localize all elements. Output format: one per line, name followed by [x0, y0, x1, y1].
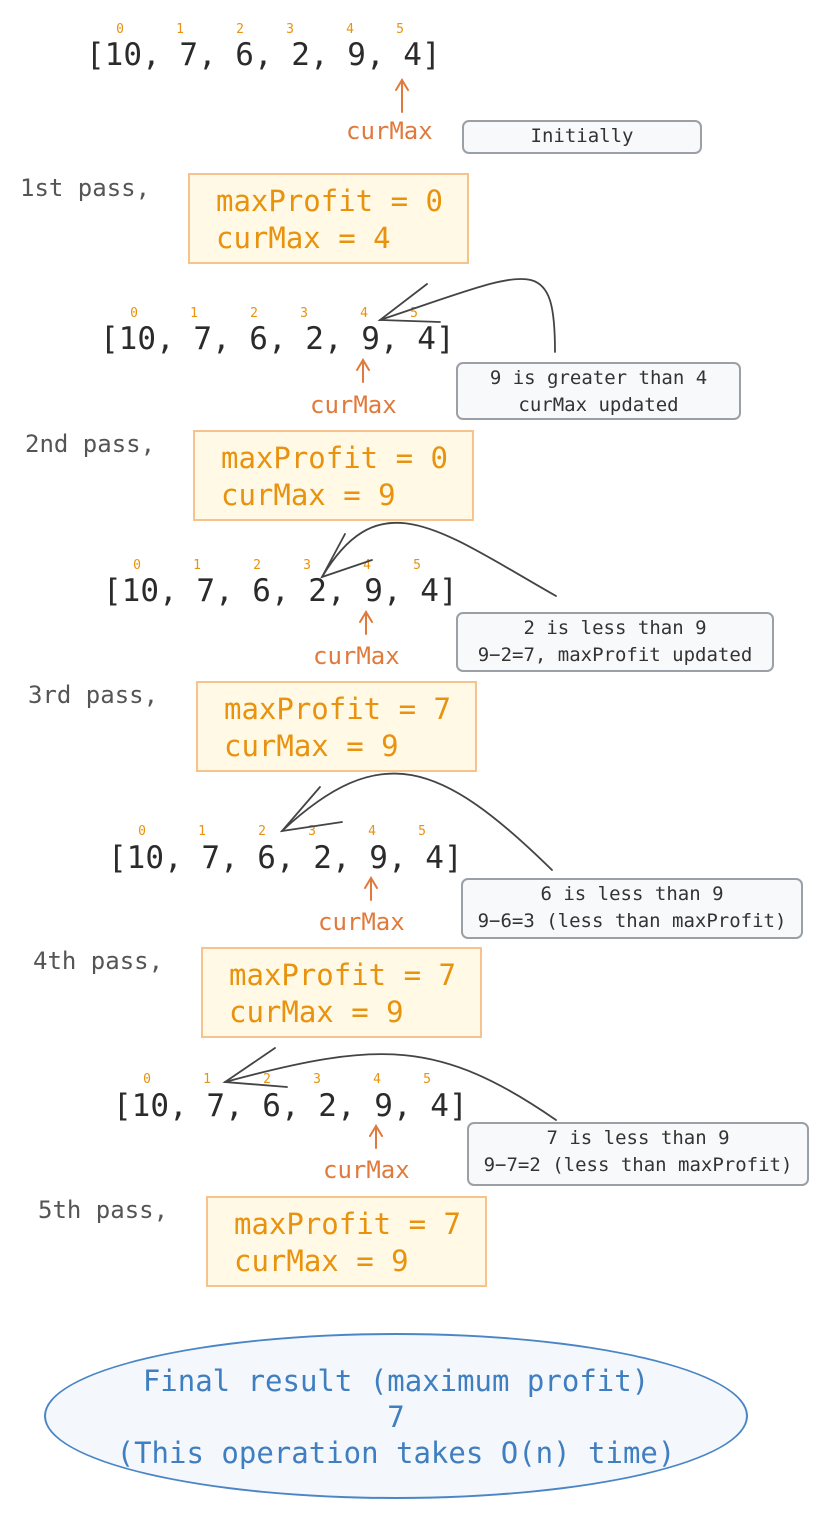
note-line: 9−6=3 (less than maxProfit)	[477, 910, 787, 932]
pass-label: 3rd pass,	[28, 681, 159, 709]
cur-max-text: curMax = 9	[224, 729, 399, 763]
state-box: maxProfit = 7 curMax = 9	[201, 947, 482, 1038]
pass-label: 2nd pass,	[25, 430, 156, 458]
index-label: 4	[373, 1072, 381, 1087]
curmax-pointer-label: curMax	[318, 908, 405, 936]
note-line: 6 is less than 9	[540, 883, 724, 905]
cur-max-text: curMax = 9	[234, 1244, 409, 1278]
note-box: 9 is greater than 4 curMax updated	[456, 362, 741, 420]
array-text: [10, 7, 6, 2, 9, 4]	[113, 1088, 468, 1124]
up-arrow-icon	[369, 1124, 383, 1149]
state-box: maxProfit = 7 curMax = 9	[196, 681, 477, 772]
index-label: 3	[303, 558, 311, 573]
index-label: 4	[368, 824, 376, 839]
final-result-title: Final result (maximum profit)	[142, 1364, 650, 1398]
index-label: 3	[313, 1072, 321, 1087]
index-label: 2	[253, 558, 261, 573]
index-label: 0	[143, 1072, 151, 1087]
max-profit-text: maxProfit = 7	[229, 958, 456, 992]
index-label: 0	[138, 824, 146, 839]
array-text: [10, 7, 6, 2, 9, 4]	[100, 321, 455, 357]
index-label: 5	[418, 824, 426, 839]
index-label: 5	[410, 306, 418, 321]
pass-label: 1st pass,	[20, 174, 151, 202]
final-result-complexity: (This operation takes O(n) time)	[116, 1436, 676, 1470]
up-arrow-icon	[364, 876, 378, 901]
note-box: 6 is less than 9 9−6=3 (less than maxPro…	[461, 878, 803, 939]
cur-max-text: curMax = 9	[221, 478, 396, 512]
up-arrow-icon	[395, 78, 409, 113]
curmax-pointer-label: curMax	[346, 117, 433, 145]
note-line: curMax updated	[518, 394, 679, 416]
state-box: maxProfit = 7 curMax = 9	[206, 1196, 487, 1287]
index-label: 4	[346, 22, 354, 37]
index-label: 2	[236, 22, 244, 37]
index-label: 2	[250, 306, 258, 321]
note-text: Initially	[530, 125, 634, 147]
index-label: 0	[130, 306, 138, 321]
pass-label: 4th pass,	[33, 947, 164, 975]
max-profit-text: maxProfit = 7	[234, 1207, 461, 1241]
final-result-ellipse: Final result (maximum profit) 7 (This op…	[44, 1333, 748, 1499]
curmax-pointer-label: curMax	[313, 642, 400, 670]
curmax-pointer-label: curMax	[310, 391, 397, 419]
pass-label: 5th pass,	[38, 1196, 169, 1224]
max-profit-text: maxProfit = 0	[216, 184, 443, 218]
index-label: 2	[263, 1072, 271, 1087]
note-line: 7 is less than 9	[546, 1127, 730, 1149]
index-label: 1	[193, 558, 201, 573]
index-label: 0	[116, 22, 124, 37]
max-profit-text: maxProfit = 7	[224, 692, 451, 726]
index-label: 0	[133, 558, 141, 573]
index-label: 4	[360, 306, 368, 321]
cur-max-text: curMax = 9	[229, 995, 404, 1029]
curmax-pointer-label: curMax	[323, 1156, 410, 1184]
index-label: 5	[423, 1072, 431, 1087]
index-label: 5	[413, 558, 421, 573]
index-label: 1	[198, 824, 206, 839]
index-label: 5	[396, 22, 404, 37]
note-line: 9 is greater than 4	[489, 367, 708, 389]
index-label: 4	[363, 558, 371, 573]
index-label: 3	[286, 22, 294, 37]
array-text: [10, 7, 6, 2, 9, 4]	[108, 840, 463, 876]
up-arrow-icon	[359, 610, 373, 635]
index-label: 1	[190, 306, 198, 321]
array-text: [10, 7, 6, 2, 9, 4]	[103, 573, 458, 609]
final-result-value: 7	[387, 1400, 405, 1434]
note-box: 2 is less than 9 9−2=7, maxProfit update…	[456, 612, 774, 672]
index-label: 2	[258, 824, 266, 839]
state-box: maxProfit = 0 curMax = 4	[188, 173, 469, 264]
index-label: 3	[308, 824, 316, 839]
note-initially: Initially	[462, 120, 702, 154]
note-line: 9−2=7, maxProfit updated	[477, 644, 753, 666]
note-box: 7 is less than 9 9−7=2 (less than maxPro…	[467, 1122, 809, 1186]
array-text: [10, 7, 6, 2, 9, 4]	[86, 37, 441, 73]
index-label: 1	[176, 22, 184, 37]
up-arrow-icon	[356, 358, 370, 383]
index-label: 3	[300, 306, 308, 321]
index-label: 1	[203, 1072, 211, 1087]
max-profit-text: maxProfit = 0	[221, 441, 448, 475]
state-box: maxProfit = 0 curMax = 9	[193, 430, 474, 521]
note-line: 2 is less than 9	[523, 617, 707, 639]
cur-max-text: curMax = 4	[216, 221, 391, 255]
note-line: 9−7=2 (less than maxProfit)	[483, 1154, 793, 1176]
